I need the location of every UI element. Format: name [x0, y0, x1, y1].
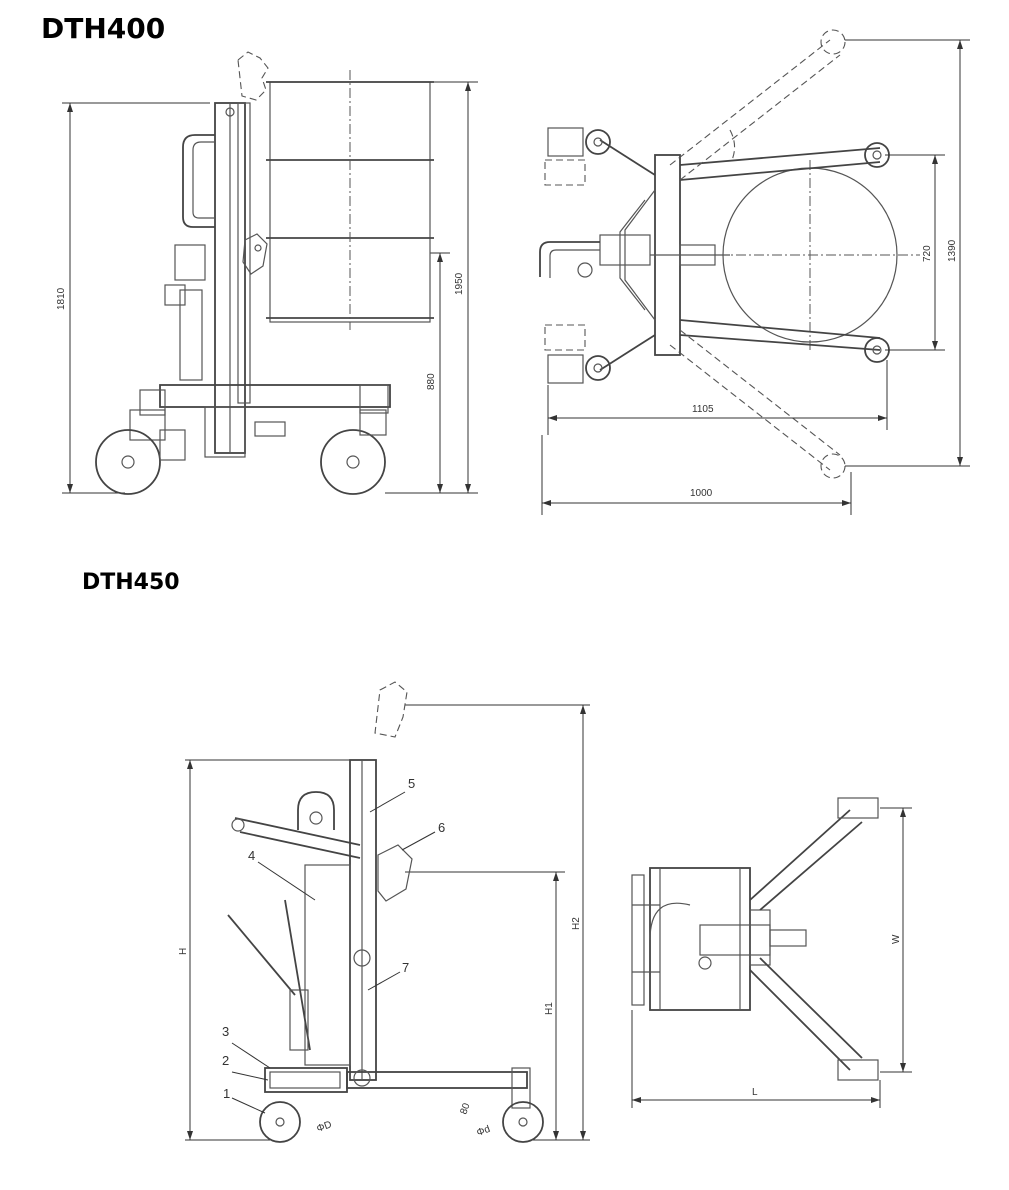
dim-1950: 1950: [454, 272, 465, 295]
dth400-top-view: 720 1390 1105 1000: [539, 29, 970, 515]
dim-80: 80: [458, 1101, 472, 1116]
dim-h2: H2: [571, 917, 582, 930]
part-1: 1: [223, 1086, 230, 1101]
part-6: 6: [438, 820, 445, 835]
dth400-side-view: 1810 1950 880: [56, 51, 478, 495]
dim-h: H: [178, 948, 189, 955]
dim-1390: 1390: [947, 239, 958, 262]
dim-w: W: [891, 934, 902, 944]
dth450-side-view: H H2 H1: [178, 681, 590, 1143]
dim-1000: 1000: [690, 488, 713, 499]
dim-phi-d-small: Φd: [475, 1124, 491, 1139]
part-5: 5: [408, 776, 415, 791]
part-7: 7: [402, 960, 409, 975]
dim-l: L: [752, 1087, 758, 1098]
dim-1105: 1105: [692, 404, 714, 415]
dim-720: 720: [922, 245, 933, 262]
dth450-title: DTH450: [82, 570, 180, 595]
part-3: 3: [222, 1024, 229, 1039]
dth450-top-view: W L: [631, 797, 912, 1108]
dim-1810: 1810: [56, 287, 67, 310]
part-4: 4: [248, 848, 255, 863]
dim-phi-d-large: ΦD: [315, 1119, 333, 1135]
part-2: 2: [222, 1053, 229, 1068]
dth400-title: DTH400: [41, 12, 166, 45]
dim-h1: H1: [544, 1002, 555, 1015]
dim-880: 880: [426, 373, 437, 390]
